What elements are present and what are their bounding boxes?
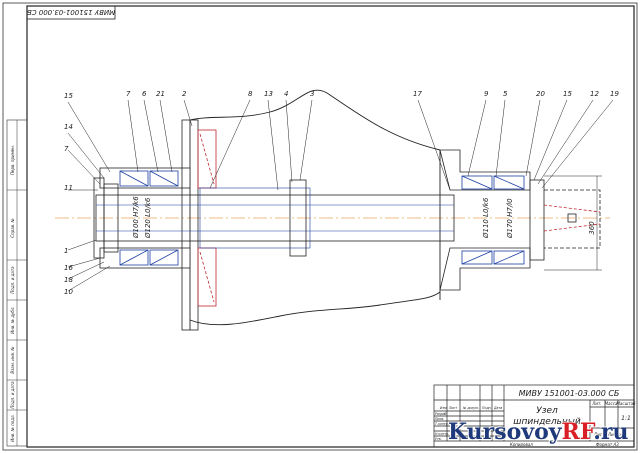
title-designation: МИВУ 151001-03.000 СБ [519,389,620,398]
part-label: 7 [64,145,69,153]
part-label: 7 [126,90,131,98]
row-label: Т.контр. [435,422,449,426]
gear-flange [181,119,217,331]
part-label: 10 [64,288,73,296]
col-mass: Масса [605,401,618,406]
left-bearing-assembly [93,167,191,269]
part-label: 13 [264,90,273,98]
part-label: 21 [156,90,165,98]
part-label: 12 [590,90,599,98]
part-label: 19 [610,90,619,98]
right-bearing-assembly [439,149,601,291]
spindle-shaft [95,179,455,257]
col-header: Лист [448,406,457,410]
strip-text-5: Взам. инв. № [10,346,15,373]
sheet-label: Лист [593,432,605,437]
title-name-2: шпиндельный [513,417,581,427]
col-header: Подп. [482,406,492,410]
part-label: 6 [142,90,147,98]
dim-height: 360 [588,221,596,235]
part-label: 2 [182,90,187,98]
part-label: 9 [484,90,489,98]
part-label: 3 [310,90,314,98]
height-dimension [544,175,602,271]
strip-text-6: Подп. и дата [10,381,15,409]
part-label: 14 [64,123,73,131]
col-header: № докум. [462,406,479,410]
row-label: Пров. [435,417,444,421]
watermark-part1: Kursovoy [448,419,562,445]
strip-text-2: Справ. № [10,218,15,237]
col-header: Дата [493,406,502,410]
part-label: 8 [248,90,253,98]
format-label: Формат A3 [596,442,619,447]
dim-left-a: Ø100 H7/k6 [132,196,140,239]
row-label: Н.контр. [435,432,449,436]
sheets-label: Листов 1 [607,432,627,437]
col-lit: Лит. [591,401,601,406]
left-strip: Перв. примен. Справ. № Подп. и дата Инв.… [6,119,28,447]
part-label: 4 [284,90,288,98]
col-header: Изм. [440,406,448,410]
strip-text-3: Подп. и дата [10,266,15,294]
part-label: 11 [64,184,73,192]
housing [189,89,441,330]
part-label: 18 [64,276,73,284]
title-name-1: Узел [536,406,558,416]
row-label: Разраб. [435,412,448,416]
strip-text-4: Инв. № дубл. [10,306,15,333]
col-scale: Масштаб [616,401,636,406]
designation-rotated-box [26,5,116,20]
part-label: 17 [413,90,422,98]
part-label: 1 [64,247,68,255]
scale-value: 1:1 [621,415,631,422]
watermark-logo: KursovoyRF.ru [448,419,628,445]
part-label: 16 [64,264,73,272]
part-label: 5 [503,90,508,98]
part-label: 20 [536,90,545,98]
part-label: 15 [563,90,572,98]
strip-text-1: Перв. примен. [10,145,15,175]
part-label: 15 [64,92,73,100]
leaders [67,99,614,292]
copied-label: Копировал [510,442,533,447]
watermark-part2: RF [561,419,594,445]
dim-right-b: Ø170 H7/l0 [506,198,514,239]
dim-right-a: Ø110 L0/k6 [482,197,490,239]
dim-left-b: Ø120 L0/k6 [144,197,152,239]
designation-rotated: МИВУ 151001-03.000 СБ [27,8,115,16]
title-block [433,384,635,448]
watermark-part3: .ru [593,419,629,445]
strip-text-7: Инв. № подл. [10,414,15,442]
row-label: Утв. [435,437,442,441]
